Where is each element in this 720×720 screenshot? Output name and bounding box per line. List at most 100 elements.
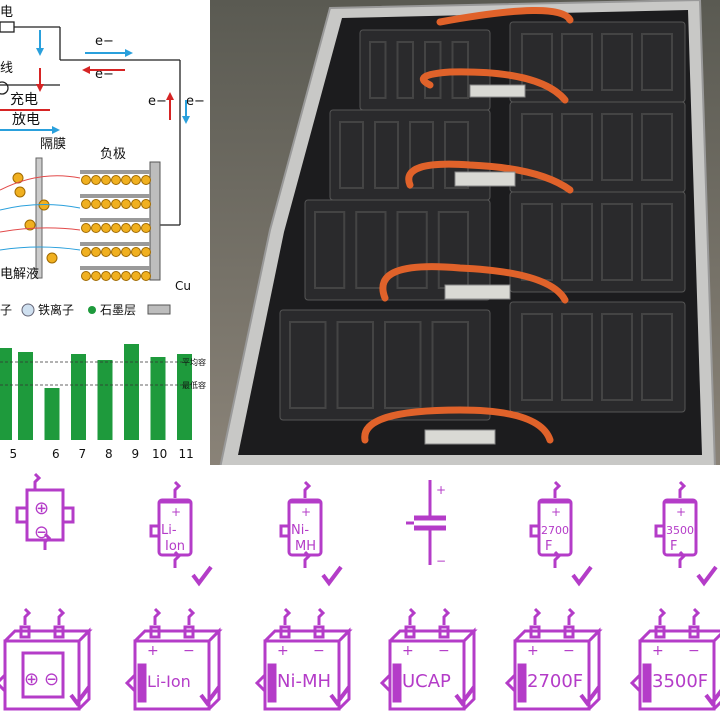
module-rib xyxy=(339,121,364,189)
module-rib xyxy=(561,203,593,281)
ion-dot xyxy=(91,247,101,257)
box-arrow xyxy=(124,671,137,695)
plus-icon: + xyxy=(652,643,664,659)
minus-icon: ⊖ xyxy=(34,522,49,543)
check-icon xyxy=(571,565,593,587)
legend-graphite: 石墨层 xyxy=(100,303,136,317)
3500f-pack-label: 3500F xyxy=(652,671,708,692)
terminal-left xyxy=(404,625,416,639)
tick-label-11: 11 xyxy=(179,447,194,461)
ucap-pack-label: UCAP xyxy=(402,671,451,692)
level-bar xyxy=(392,663,402,703)
ion-dot xyxy=(101,271,111,281)
level-bar xyxy=(642,663,652,703)
module-rib xyxy=(521,313,553,401)
battery-pack-photo xyxy=(210,0,720,468)
bar-10 xyxy=(150,357,166,440)
module-right xyxy=(509,101,686,193)
module-rib xyxy=(601,313,633,401)
lead-icon xyxy=(658,607,667,625)
module-rib xyxy=(601,113,633,181)
plus-icon: + xyxy=(277,643,289,659)
ion-dot xyxy=(91,175,101,185)
box-arrow xyxy=(0,671,7,695)
cap-side xyxy=(61,506,75,524)
legend-iron-ion: 铁离子 xyxy=(38,302,74,317)
terminal-right xyxy=(183,625,195,639)
check-icon xyxy=(199,685,221,707)
ion-dot xyxy=(91,271,101,281)
ion-dot xyxy=(81,223,91,233)
ion-dot xyxy=(91,223,101,233)
tick-label-9: 9 xyxy=(132,447,140,461)
ion-dot xyxy=(131,223,141,233)
box-edge xyxy=(263,627,353,711)
ion-dot xyxy=(121,223,131,233)
cap-inner xyxy=(21,651,65,699)
terminal-right xyxy=(563,625,575,639)
lead-icon xyxy=(678,550,687,568)
li-ion-battery-label-1: Li- xyxy=(161,523,177,538)
lead-icon xyxy=(43,532,52,550)
ion-dot xyxy=(141,247,151,257)
plus-icon: + xyxy=(436,483,446,497)
level-bar xyxy=(517,663,527,703)
minus-icon: − xyxy=(313,643,325,659)
2700f-pack-label: 2700F xyxy=(527,671,583,692)
cell-tab xyxy=(654,524,666,538)
lead-icon xyxy=(57,607,66,625)
cell-tab xyxy=(529,524,541,538)
plus-icon: + xyxy=(551,505,561,519)
bar-9 xyxy=(124,344,139,440)
lead-icon xyxy=(317,607,326,625)
lead-icon xyxy=(173,480,182,498)
discharge-label: 放电 xyxy=(12,112,40,128)
terminal-left xyxy=(529,625,541,639)
bar-7 xyxy=(71,354,86,440)
avg-label: 平均容 xyxy=(182,357,206,367)
separator-label: 隔膜 xyxy=(40,137,66,152)
module-rib xyxy=(369,41,387,99)
lead-icon xyxy=(567,607,576,625)
cu-label: Cu xyxy=(175,279,191,293)
lead-icon xyxy=(187,607,196,625)
plus-icon: + xyxy=(171,505,181,519)
minus-icon: − xyxy=(436,554,446,568)
li-ion-battery-label-2: Ion xyxy=(165,539,185,554)
box-edge xyxy=(638,629,720,711)
ion-dot xyxy=(101,199,111,209)
module-rib xyxy=(396,211,428,289)
plus-icon: + xyxy=(402,643,414,659)
tick-label-8: 8 xyxy=(105,447,113,461)
capacitor-pack-box xyxy=(3,639,81,711)
ion-dot xyxy=(121,175,131,185)
check-icon xyxy=(579,685,601,707)
module-rib xyxy=(561,33,593,91)
bar-partial xyxy=(0,348,12,440)
check-icon xyxy=(696,565,718,587)
level-bar xyxy=(137,663,147,703)
box-arrow xyxy=(629,671,642,695)
plus-icon: + xyxy=(676,505,686,519)
lead-icon xyxy=(283,607,292,625)
plus-icon: ⊕ xyxy=(24,669,39,690)
terminal-left xyxy=(149,625,161,639)
check-icon xyxy=(454,685,476,707)
module-rib xyxy=(521,33,553,91)
ion-dot xyxy=(101,175,111,185)
module-rib xyxy=(336,321,374,409)
check-icon xyxy=(329,685,351,707)
box-arrow xyxy=(254,671,267,695)
box-edge xyxy=(388,627,478,711)
level-bar xyxy=(267,663,277,703)
graphite-layer xyxy=(80,218,150,222)
electron-label-1: e− xyxy=(95,34,114,49)
ion-dot xyxy=(131,175,141,185)
ion-dot xyxy=(141,199,151,209)
cap-side xyxy=(15,506,29,524)
cell-tab xyxy=(279,524,291,538)
check-icon xyxy=(704,689,720,707)
anode-stack xyxy=(80,161,161,281)
